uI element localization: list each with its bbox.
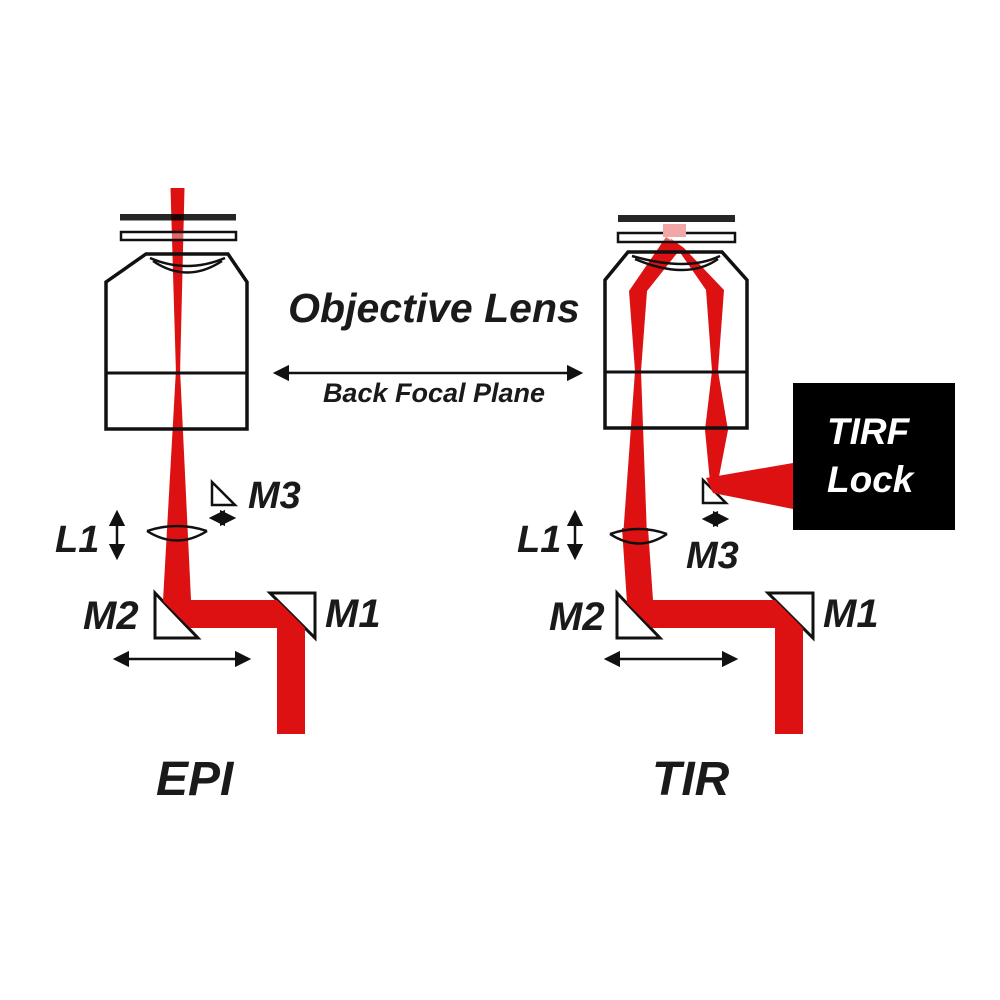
epi-mirror-m2 — [153, 589, 202, 640]
tirf-lock-line2: Lock — [827, 459, 916, 500]
tir-m1-label: M1 — [823, 592, 879, 636]
epi-slide-bar — [120, 214, 236, 221]
epi-objective-body — [104, 252, 249, 431]
epi-objective-lens-arc-1 — [149, 256, 226, 268]
tir-objective-body — [603, 250, 749, 430]
epi-assembly: L1 M3 M2 M1 EPI — [55, 188, 381, 806]
tir-beam-illumination-branch — [623, 237, 682, 537]
epi-l1-label: L1 — [55, 519, 99, 561]
epi-objective-lens-arc-2 — [152, 259, 223, 274]
objective-lens-title: Objective Lens — [288, 285, 580, 331]
epi-mirror-m3 — [210, 478, 239, 507]
tir-mode-label: TIR — [652, 753, 730, 806]
tir-slide-bar — [618, 215, 735, 222]
tir-beam-lower — [622, 528, 803, 734]
tir-m3-label: M3 — [686, 535, 739, 577]
center-annotations: Objective Lens Back Focal Plane — [272, 285, 584, 408]
epi-m1-label: M1 — [325, 592, 381, 636]
epi-mode-label: EPI — [156, 753, 235, 806]
epi-coverslip-bar — [119, 230, 238, 242]
epi-beam-lower — [163, 369, 305, 734]
tirf-lock-box — [793, 383, 955, 530]
tirf-evanescent-spot — [663, 224, 686, 237]
tir-beam-to-lock — [706, 463, 793, 509]
tir-l1-label: L1 — [517, 519, 561, 561]
epi-m2-label: M2 — [83, 594, 139, 638]
tir-objective-lens-arc-1 — [631, 254, 721, 266]
epi-m3-label: M3 — [248, 475, 301, 517]
tir-objective-lens-arc-2 — [634, 257, 719, 272]
tir-lens-l1 — [609, 527, 668, 545]
tir-mirror-m2 — [615, 589, 664, 640]
back-focal-plane-label: Back Focal Plane — [323, 378, 545, 408]
tir-assembly: TIRF Lock L1 M3 M2 M1 TIR — [517, 215, 955, 806]
epi-lens-l1 — [146, 524, 208, 542]
epi-beam-upper — [170, 188, 185, 374]
tirf-lock-line1: TIRF — [827, 411, 911, 452]
tir-beam-return-branch — [670, 238, 728, 487]
tir-m2-label: M2 — [549, 595, 605, 639]
